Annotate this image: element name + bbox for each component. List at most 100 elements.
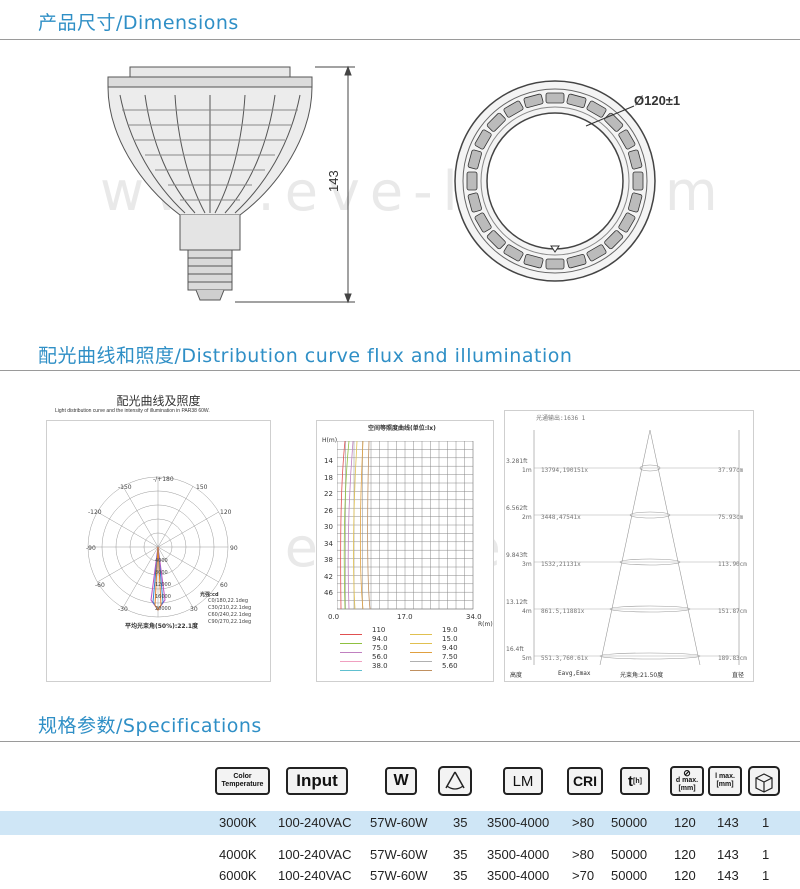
led-block	[604, 230, 624, 250]
spec-life: 50000	[611, 868, 648, 883]
diameter-leader-line	[585, 105, 635, 127]
led-block	[486, 112, 506, 132]
isolux-legend-swatch	[340, 643, 362, 644]
isolux-legend-value: 94.0	[372, 635, 388, 643]
isolux-legend-value: 19.0	[442, 626, 458, 634]
diameter-max-icon: ⊘d max.[mm]	[670, 766, 704, 796]
cone-height-m: 1m	[522, 467, 532, 474]
spec-row: 4000K 100-240VAC 57W-60W 35 3500-4000 >8…	[0, 843, 800, 867]
led-block	[523, 93, 544, 108]
cone-height-ft: 9.843ft	[506, 552, 528, 559]
spec-row: 3000K 100-240VAC 57W-60W 35 3500-4000 >8…	[0, 811, 800, 835]
polar-ring-label: 20000	[155, 606, 171, 612]
isolux-legend-value: 56.0	[372, 653, 388, 661]
cone-bottom-eavg-label: Eavg,Emax	[558, 670, 591, 677]
spec-lumen: 3500-4000	[487, 868, 550, 883]
polar-ring-label: 12000	[155, 582, 171, 588]
lifetime-icon: t[h]	[620, 766, 650, 796]
spec-cri: >80	[572, 815, 595, 830]
polar-angle-label: 150	[196, 484, 208, 491]
spec-cct: 3000K	[219, 815, 257, 830]
cone-diagram	[533, 429, 740, 666]
cone-diameter-value: 189.83cm	[718, 655, 747, 662]
isolux-y-tick: 18	[324, 473, 333, 482]
spec-input: 100-240VAC	[278, 868, 352, 883]
beam-angle-icon	[438, 766, 472, 796]
spec-life: 50000	[611, 847, 648, 862]
spec-length: 143	[717, 868, 739, 883]
spec-input: 100-240VAC	[278, 847, 352, 862]
spec-qty: 1	[762, 815, 770, 830]
polar-angle-label: 30	[190, 606, 198, 613]
polar-angle-label: -90	[86, 545, 96, 552]
spec-cct: 6000K	[219, 868, 257, 883]
cone-height-ft: 3.281ft	[506, 458, 528, 465]
color-temperature-icon: Color Temperature	[215, 766, 270, 796]
spec-watt: 57W-60W	[370, 847, 428, 862]
isolux-legend-value: 9.40	[442, 644, 458, 652]
isolux-x-tick: 0.0	[328, 613, 340, 621]
led-block	[545, 92, 565, 104]
led-block	[566, 93, 587, 108]
cri-icon: CRI	[567, 766, 603, 796]
cone-lux-value: 551.3,760.61x	[541, 655, 588, 662]
isolux-y-tick: 14	[324, 457, 333, 465]
isolux-x-tick: 17.0	[397, 613, 413, 621]
isolux-legend-value: 7.50	[442, 653, 458, 661]
led-block	[632, 171, 644, 191]
isolux-y-tick: 30	[324, 523, 333, 531]
cone-bottom-beam-label: 光束角:21.50度	[620, 672, 664, 679]
isolux-legend-value: 110	[372, 626, 386, 634]
isolux-y-tick: 34	[324, 539, 333, 548]
height-dimension-label: 143	[326, 170, 341, 192]
spec-watt: 57W-60W	[370, 815, 428, 830]
polar-angle-label: -120	[88, 509, 102, 516]
section-divider	[0, 39, 800, 40]
isolux-legend-swatch	[340, 670, 362, 671]
cone-height-m: 3m	[522, 561, 532, 568]
isolux-legend-swatch	[410, 652, 432, 653]
polar-beam-note: 平均光束角(50%):22.1度	[125, 623, 199, 630]
cone-diameter-value: 113.90cm	[718, 561, 747, 568]
led-block	[545, 258, 565, 270]
led-block	[503, 100, 524, 118]
spec-lumen: 3500-4000	[487, 815, 550, 830]
section-title-dimensions: 产品尺寸/Dimensions	[38, 12, 239, 34]
cone-diameter-value: 151.87cm	[718, 608, 747, 615]
led-block	[503, 244, 524, 262]
isolux-chart	[337, 441, 474, 610]
polar-ring-label: 4000	[155, 558, 168, 564]
isolux-y-tick: 26	[324, 506, 333, 515]
cone-height-ft: 16.4ft	[506, 646, 524, 653]
led-block	[628, 192, 643, 213]
isolux-legend-swatch	[410, 670, 432, 671]
led-block	[604, 112, 624, 132]
polar-legend-c0: C0/180,22.1deg	[208, 598, 249, 604]
diameter-dimension-label: Ø120±1	[634, 93, 681, 108]
polar-legend-title: 光强:cd	[200, 592, 219, 598]
isolux-legend-swatch	[410, 634, 432, 635]
isolux-chart-title: 空间等照度曲线(单位:lx)	[368, 425, 436, 432]
cone-height-m: 2m	[522, 514, 532, 521]
lamp-side-view	[107, 65, 355, 304]
spec-lumen: 3500-4000	[487, 847, 550, 862]
spec-length: 143	[717, 847, 739, 862]
isolux-y-tick: 22	[324, 490, 333, 498]
length-max-icon: l max.[mm]	[708, 766, 742, 796]
spec-input: 100-240VAC	[278, 815, 352, 830]
led-block	[586, 244, 607, 262]
section-divider	[0, 370, 800, 371]
cone-lux-value: 1532,21131x	[541, 561, 581, 568]
isolux-legend-value: 5.60	[442, 662, 458, 670]
spec-diameter: 120	[674, 815, 696, 830]
isolux-legend-swatch	[340, 634, 362, 635]
isolux-y-tick: 42	[324, 572, 333, 581]
spec-cri: >70	[572, 868, 595, 883]
spec-row: 6000K 100-240VAC 57W-60W 35 3500-4000 >7…	[0, 864, 800, 888]
spec-header-icons: Color Temperature Input W LM CRI t[h] ⊘d…	[210, 762, 790, 802]
cone-lux-value: 3448,47541x	[541, 514, 581, 521]
polar-angle-label: 60	[220, 582, 228, 589]
isolux-y-tick: 46	[324, 589, 333, 597]
isolux-legend-swatch	[410, 661, 432, 662]
led-block	[474, 129, 492, 150]
